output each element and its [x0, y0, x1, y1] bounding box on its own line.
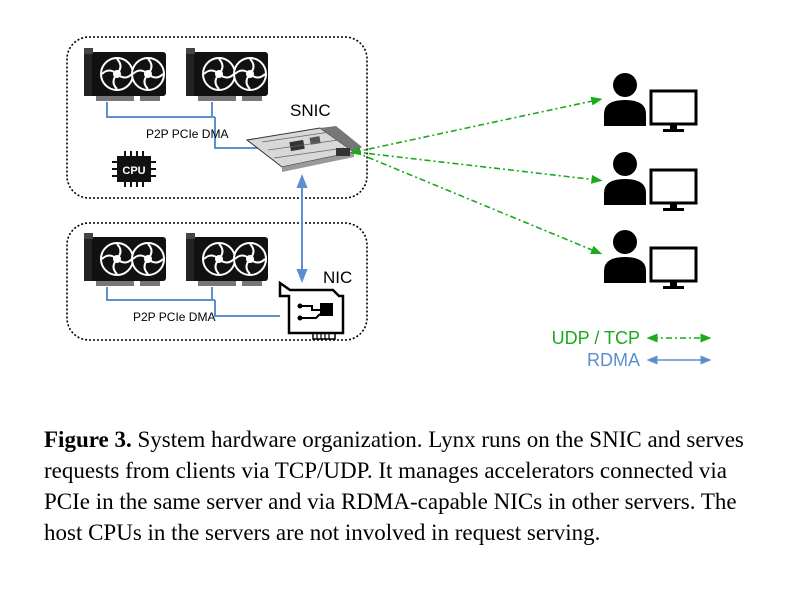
- client-1: [604, 73, 698, 132]
- dma-label-bottom: P2P PCIe DMA: [133, 310, 215, 324]
- client-monitor-icon: [649, 89, 698, 132]
- figure-label: Figure 3.: [44, 427, 132, 452]
- legend-udp-tcp-label: UDP / TCP: [552, 328, 640, 348]
- dma-label-top: P2P PCIe DMA: [146, 127, 228, 141]
- cpu-chip-icon: CPU: [112, 151, 156, 187]
- legend-rdma-label: RDMA: [587, 350, 640, 370]
- pcie-link-top: [106, 102, 272, 149]
- udp-tcp-link-1: [349, 96, 603, 156]
- nic-card-icon: [278, 280, 345, 340]
- client-user-icon: [613, 152, 637, 176]
- gpu-card-icon: [185, 47, 269, 102]
- figure-caption: Figure 3. System hardware organization. …: [44, 424, 744, 548]
- udp-tcp-link-2: [354, 151, 603, 184]
- client-monitor-icon: [649, 168, 698, 211]
- pcie-link-bottom: [106, 287, 280, 317]
- hardware-diagram: P2P PCIe DMA P2P PCIe DMA CPU SNIC: [66, 36, 712, 370]
- nic-label: NIC: [323, 268, 352, 287]
- client-user-icon: [613, 230, 637, 254]
- client-2: [604, 152, 698, 211]
- snic-label: SNIC: [290, 101, 331, 120]
- gpu-card-icon: [83, 232, 167, 287]
- gpu-card-icon: [83, 47, 167, 102]
- snic-card-icon: [245, 126, 362, 172]
- client-user-icon: [613, 73, 637, 97]
- caption-text: System hardware organization. Lynx runs …: [44, 427, 744, 545]
- gpu-card-icon: [185, 232, 269, 287]
- server-box-bottom: [66, 222, 368, 341]
- client-3: [604, 230, 698, 289]
- udp-tcp-link-3: [354, 151, 603, 255]
- client-monitor-icon: [649, 246, 698, 289]
- cpu-label: CPU: [122, 165, 145, 177]
